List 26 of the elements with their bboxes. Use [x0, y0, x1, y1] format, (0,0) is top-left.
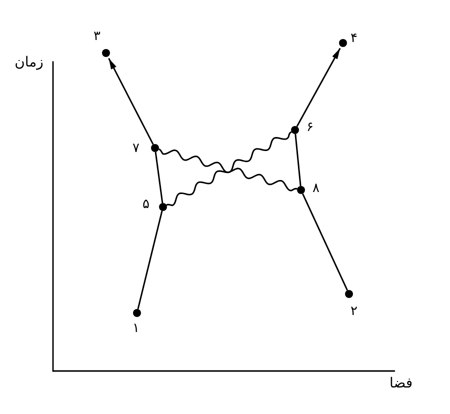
arrow: [108, 58, 154, 145]
vertex-dot: [291, 126, 299, 134]
line: [154, 152, 164, 204]
wavy-line: [158, 148, 298, 192]
line: [302, 193, 348, 291]
node-label: ۵: [142, 196, 150, 214]
vertex-dot: [133, 309, 141, 317]
vertex-dot: [339, 39, 347, 47]
node-label: ۳: [94, 28, 100, 46]
node-label: ۶: [306, 120, 314, 136]
line: [137, 210, 163, 310]
wavy-line: [166, 131, 292, 206]
vertex-dot: [345, 290, 353, 298]
vertex-dot: [102, 49, 110, 57]
node-label: ۲: [350, 304, 358, 320]
node-label: ۸: [312, 180, 320, 198]
axis-label: فضا: [389, 375, 413, 393]
node-label: ۱: [132, 320, 140, 338]
node-label: ۷: [132, 140, 140, 158]
arrow: [296, 48, 341, 127]
vertex-dot: [297, 186, 305, 194]
vertex-dot: [151, 144, 159, 152]
axis-label: زمان: [14, 54, 44, 72]
line: [294, 134, 302, 186]
node-label: ۴: [350, 30, 358, 48]
vertex-dot: [159, 203, 167, 211]
